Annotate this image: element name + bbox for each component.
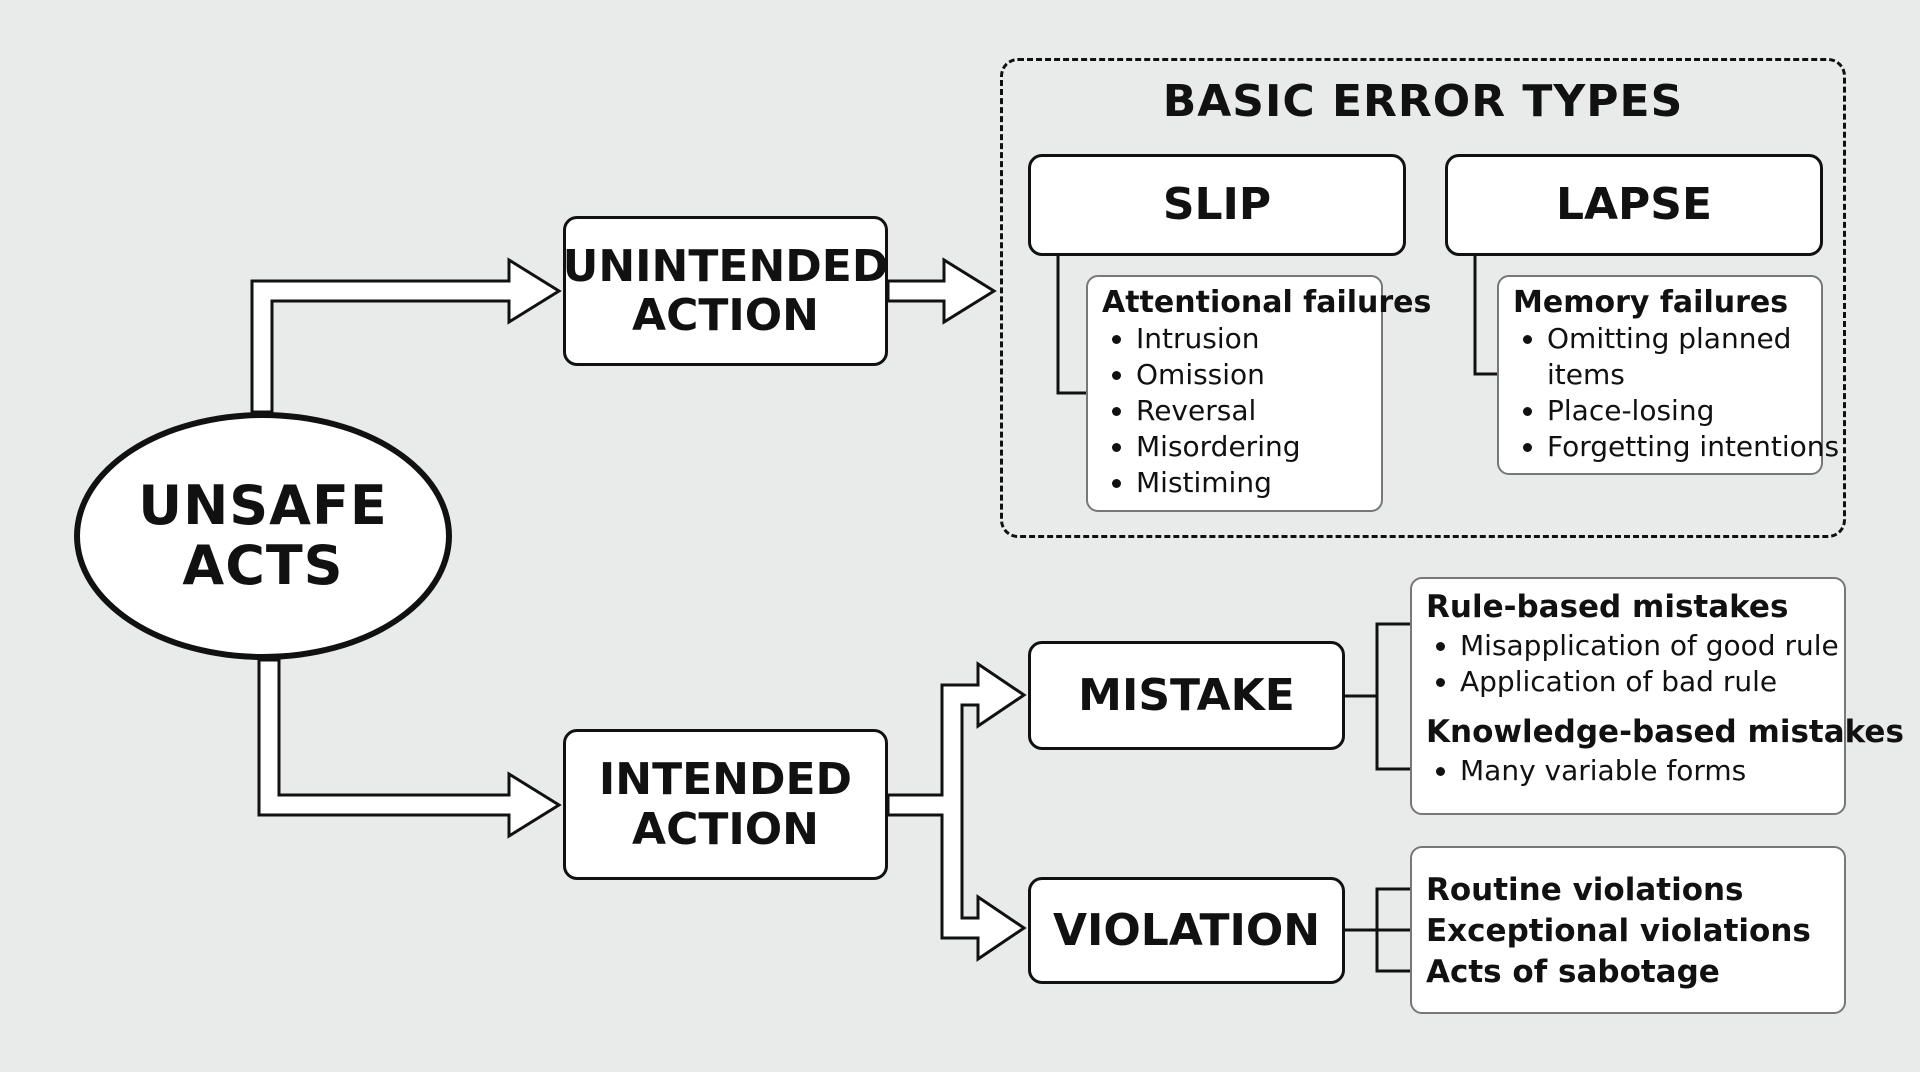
slip-item-list: Intrusion Omission Reversal Misordering …: [1102, 321, 1367, 501]
knowledge-based-heading: Knowledge-based mistakes: [1426, 714, 1904, 750]
unintended-action-node: UNINTENDED ACTION: [563, 216, 888, 366]
rule-based-list: Misapplication of good rule Application …: [1426, 628, 1839, 700]
slip-item: Intrusion: [1136, 321, 1367, 357]
rule-based-heading: Rule-based mistakes: [1426, 589, 1789, 625]
attentional-failures-heading: Attentional failures: [1102, 285, 1432, 320]
arrow-root-to-unintended: [250, 257, 562, 414]
memory-failures-box: Memory failures Omitting planned items P…: [1497, 275, 1839, 475]
slip-item: Omission: [1136, 357, 1367, 393]
intended-line1: INTENDED: [598, 754, 853, 806]
slip-label: SLIP: [1162, 179, 1272, 231]
violation-details-box: Routine violations Exceptional violation…: [1410, 846, 1846, 1014]
violation-type: Exceptional violations: [1426, 913, 1811, 949]
arrow-intended-to-mistake-violation: [886, 661, 1027, 962]
lapse-item: Omitting planned items: [1547, 321, 1797, 393]
unsafe-acts-node: UNSAFE ACTS: [74, 412, 452, 660]
slip-item: Misordering: [1136, 429, 1367, 465]
violation-type: Routine violations: [1426, 872, 1744, 908]
lapse-item-text: Omitting planned items: [1547, 322, 1792, 391]
memory-failures-heading: Memory failures: [1513, 285, 1789, 320]
connector-mistake-bracket: [1375, 622, 1410, 771]
mistake-label: MISTAKE: [1078, 669, 1295, 721]
arrow-unintended-to-errors: [886, 257, 997, 325]
unsafe-acts-line1: UNSAFE: [138, 473, 388, 537]
basic-error-types-group: [1000, 58, 1846, 538]
lapse-node: LAPSE: [1445, 154, 1823, 256]
violation-node: VIOLATION: [1028, 877, 1345, 984]
knowledge-based-list: Many variable forms: [1426, 753, 1830, 789]
lapse-label: LAPSE: [1555, 179, 1713, 231]
mistake-node: MISTAKE: [1028, 641, 1345, 750]
attentional-failures-box: Attentional failures Intrusion Omission …: [1086, 275, 1432, 512]
unintended-line2: ACTION: [632, 290, 819, 341]
unintended-line1: UNINTENDED: [562, 240, 889, 292]
mistake-details-box: Rule-based mistakes Misapplication of go…: [1410, 577, 1904, 815]
knowledge-based-item: Many variable forms: [1460, 753, 1830, 789]
connector-slip-detail: [1056, 256, 1086, 395]
arrow-root-to-intended: [257, 658, 562, 839]
lapse-item-list: Omitting planned items Place-losing Forg…: [1513, 321, 1839, 465]
rule-based-item: Misapplication of good rule: [1460, 628, 1839, 664]
connector-lapse-detail: [1473, 256, 1497, 376]
unsafe-acts-line2: ACTS: [182, 534, 344, 597]
slip-item: Mistiming: [1136, 465, 1367, 501]
basic-error-types-title: BASIC ERROR TYPES: [1162, 76, 1684, 127]
lapse-item: Forgetting intentions: [1547, 429, 1839, 465]
slip-item: Reversal: [1136, 393, 1367, 429]
violation-label: VIOLATION: [1052, 904, 1321, 956]
lapse-item: Place-losing: [1547, 393, 1807, 429]
intended-action-node: INTENDED ACTION: [563, 729, 888, 880]
rule-based-item: Application of bad rule: [1460, 664, 1830, 700]
slip-node: SLIP: [1028, 154, 1406, 256]
intended-line2: ACTION: [632, 803, 819, 855]
violation-type: Acts of sabotage: [1426, 954, 1720, 990]
